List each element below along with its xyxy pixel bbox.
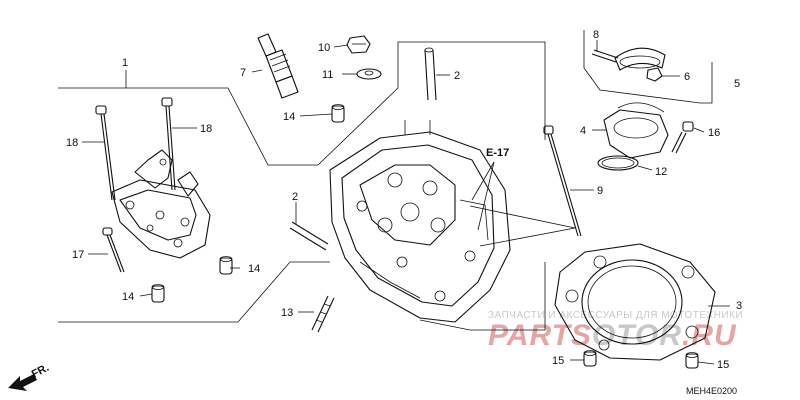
reference-e17: E-17 (486, 147, 509, 159)
callout-17: 17 (72, 249, 84, 261)
watermark: ЗАПЧАСТИ И АКСЕССУАРЫ ДЛЯ МОТОТЕХНИКИ PA… (488, 310, 743, 352)
stud-bolt-2-lower (289, 221, 329, 251)
callout-3: 3 (736, 300, 742, 312)
cap-nut-10 (346, 35, 371, 54)
clamp-nut-6 (646, 67, 663, 82)
bolt-16 (671, 121, 694, 154)
washer-11 (356, 68, 382, 80)
callout-2-upper: 2 (454, 70, 460, 82)
clamp-screw-8 (591, 49, 619, 63)
bolt-18-right (161, 97, 176, 191)
callout-6: 6 (684, 71, 690, 83)
front-arrow-icon (8, 374, 37, 391)
callout-14-top: 14 (283, 111, 295, 123)
watermark-tagline: ЗАПЧАСТИ И АКСЕССУАРЫ ДЛЯ МОТОТЕХНИКИ (488, 310, 743, 321)
bolt-9 (543, 125, 582, 237)
watermark-logo: PARTSOTOR.RU (488, 319, 737, 352)
head-gasket (554, 243, 716, 361)
callout-2-lower: 2 (292, 191, 298, 203)
insulator-4 (603, 102, 669, 159)
callout-4: 4 (580, 125, 586, 137)
callout-18-left: 18 (66, 137, 78, 149)
callout-15-left: 15 (552, 355, 564, 367)
leader-lines (82, 40, 730, 365)
watermark-logo-part-a: PARTS (488, 319, 592, 352)
callout-10: 10 (318, 42, 330, 54)
callout-7: 7 (240, 67, 246, 79)
callout-8: 8 (593, 29, 599, 41)
callout-labels: 1 18 18 17 14 14 14 7 10 11 2 2 13 E-17 … (66, 29, 742, 371)
stud-bolt-13 (311, 295, 335, 333)
dowel-pin-14-top (331, 104, 345, 123)
callout-15-right: 15 (717, 359, 729, 371)
callout-14-left-lower: 14 (122, 291, 134, 303)
watermark-logo-part-c: .RU (682, 319, 737, 352)
callout-18-right: 18 (200, 123, 212, 135)
callout-9: 9 (597, 185, 603, 197)
callout-1: 1 (122, 57, 128, 69)
dowel-pin-15-right (685, 352, 699, 369)
callout-14-left-upper: 14 (248, 263, 260, 275)
o-ring-12 (597, 155, 639, 171)
bolt-18-left (95, 105, 116, 201)
camshaft-holder (111, 149, 211, 259)
bolt-17 (102, 227, 125, 273)
callout-11: 11 (322, 69, 333, 81)
spark-plug (257, 33, 299, 99)
watermark-logo-part-b: OTOR (592, 319, 682, 352)
callout-13: 13 (281, 307, 293, 319)
front-direction-arrow: FR. (8, 362, 51, 391)
dowel-pin-15-left (583, 350, 597, 367)
callout-16: 16 (708, 127, 720, 139)
callout-5: 5 (734, 78, 740, 90)
group-boundaries (58, 30, 713, 331)
stud-bolt-2-upper (424, 47, 437, 101)
front-label: FR. (30, 362, 51, 381)
dowel-pin-14-lower (151, 284, 165, 303)
diagram-code: MEH4E0200 (686, 386, 737, 396)
cylinder-head (329, 120, 511, 323)
dowel-pin-14-upper (219, 256, 233, 275)
callout-12: 12 (655, 166, 667, 178)
insulator-clamp (614, 47, 666, 71)
